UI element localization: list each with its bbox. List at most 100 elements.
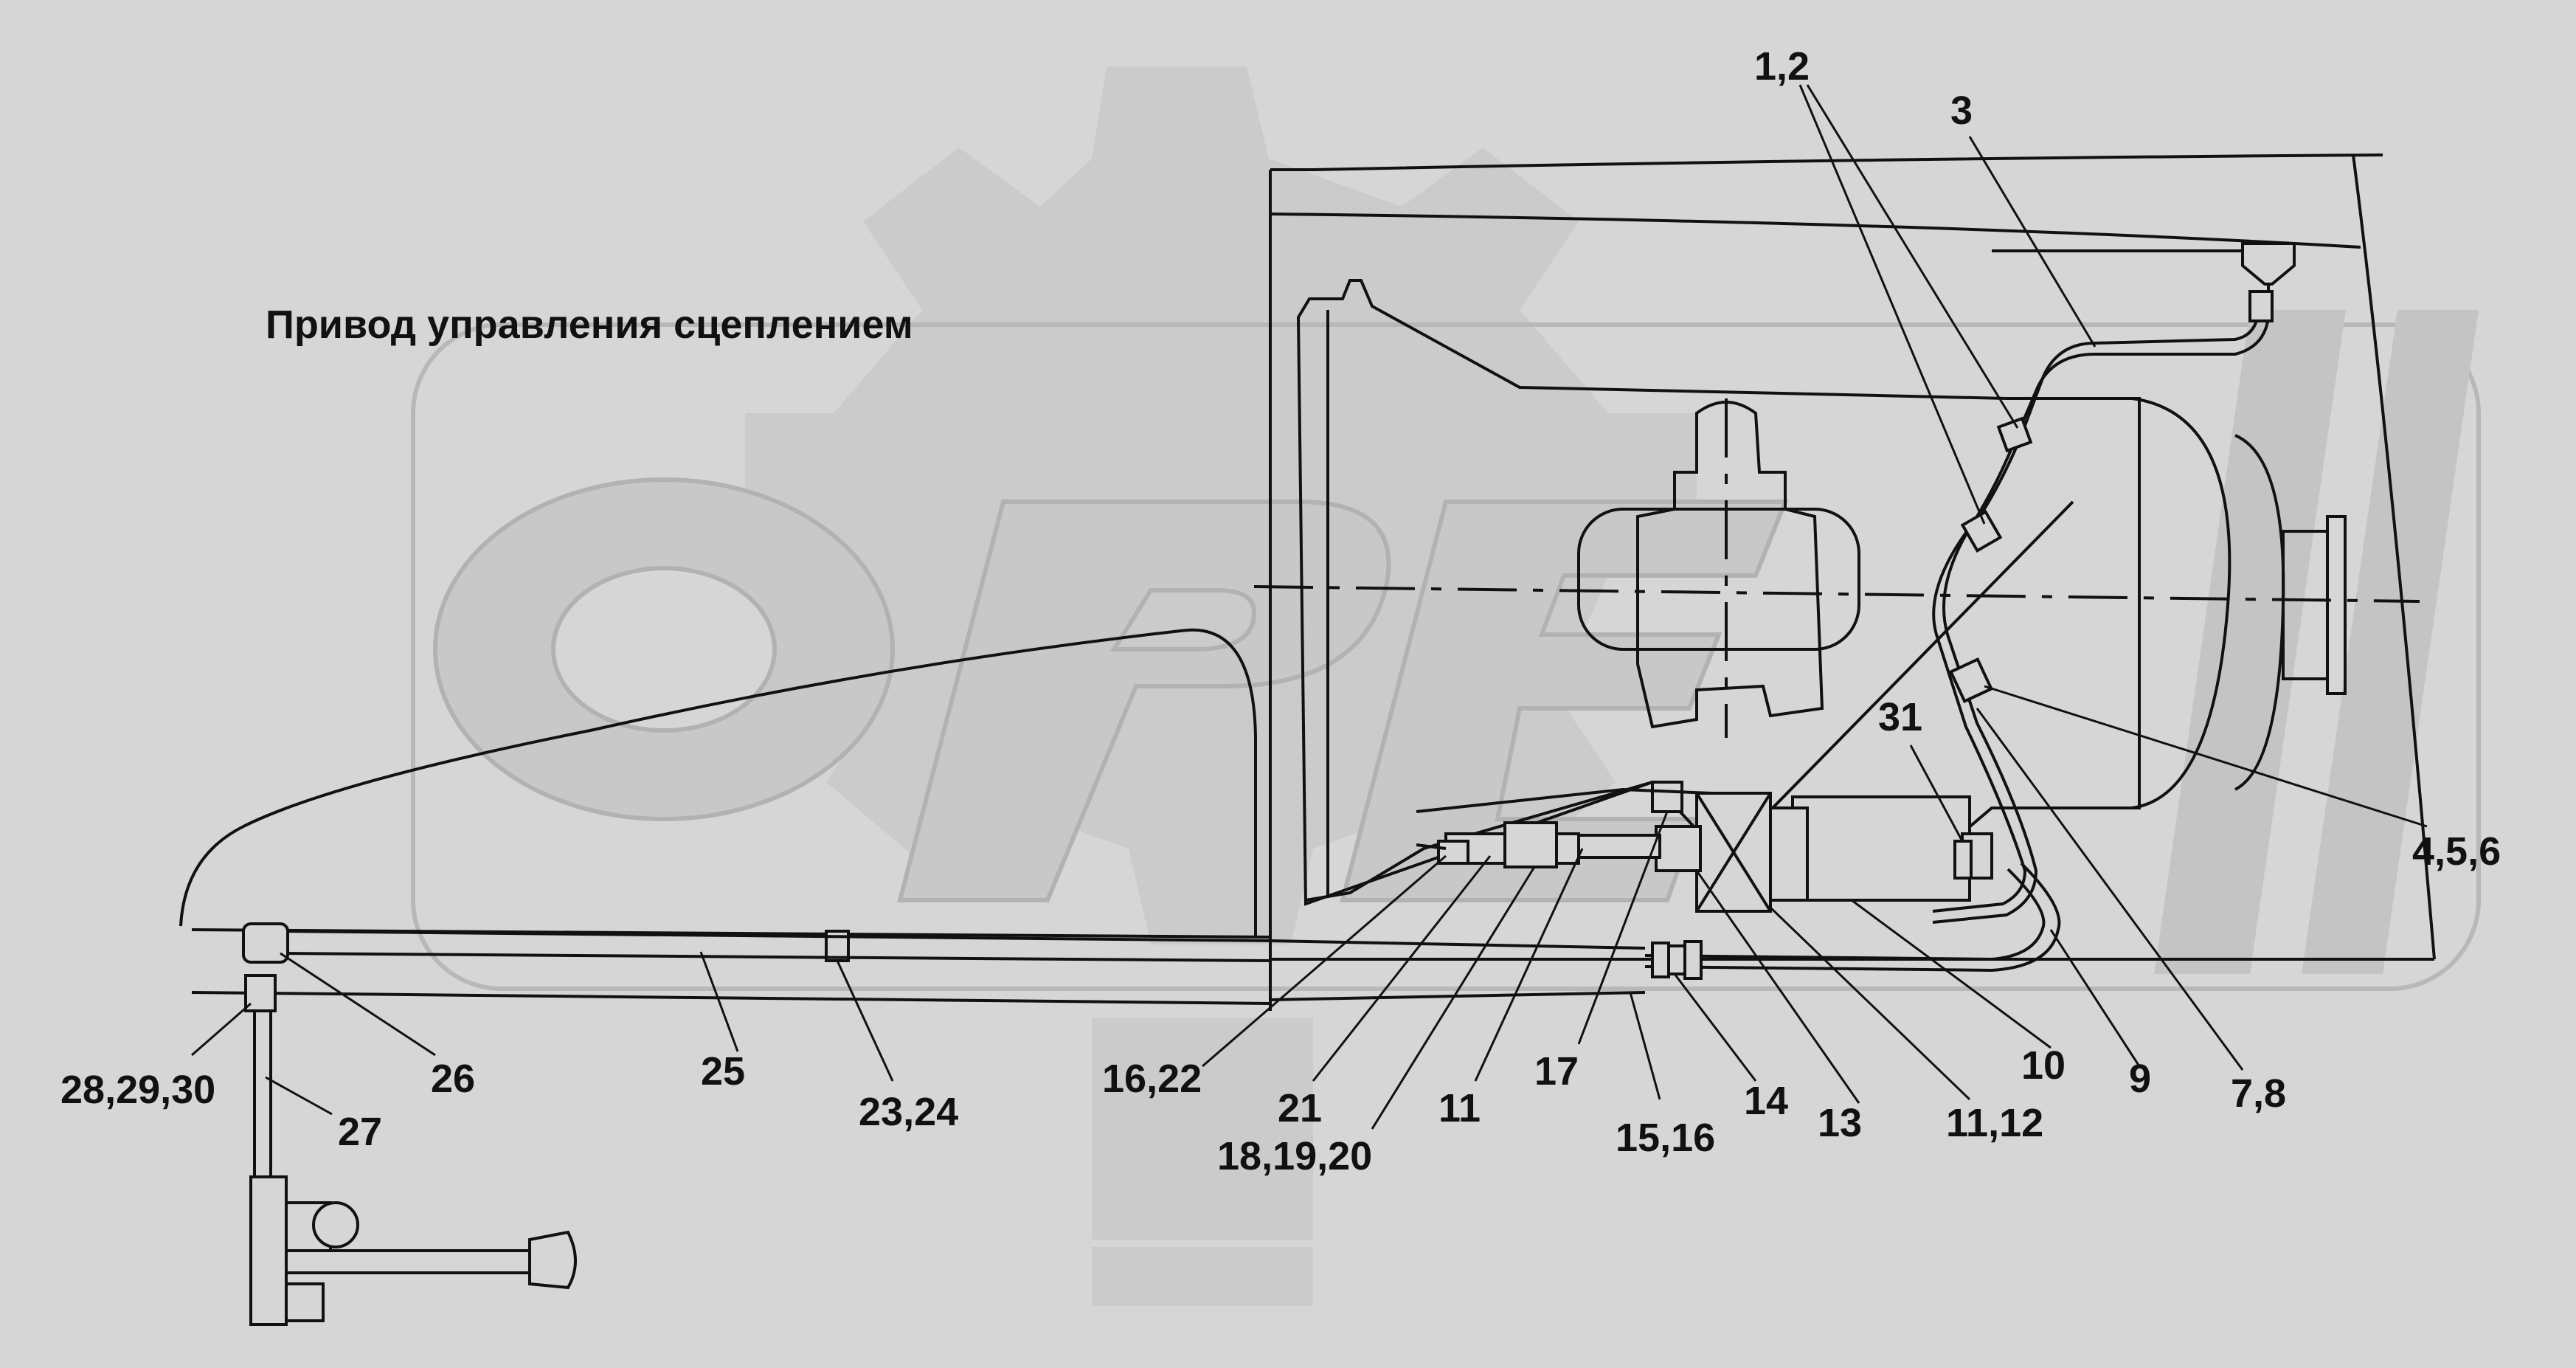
watermark-gear-foot-2 xyxy=(1092,1247,1313,1306)
pipe-fitting-15 xyxy=(1667,944,1686,975)
frame-rail-top-inner xyxy=(1270,213,2361,249)
watermark-letters xyxy=(433,477,1789,902)
label-13: 13 xyxy=(1818,1101,1862,1145)
master-cylinder-pivot xyxy=(312,1201,359,1248)
pipe-clamp-upper xyxy=(1996,416,2033,453)
banjo-fitting-26 xyxy=(242,922,289,964)
pipe-upper-inner xyxy=(1932,295,2259,913)
label-1-2: 1,2 xyxy=(1754,44,1810,89)
leader-17 xyxy=(1577,811,1669,1045)
fork-lever-link xyxy=(1416,843,1447,850)
leader-11-12 xyxy=(1769,906,1971,1101)
leader-18-19-20 xyxy=(1371,866,1536,1130)
pipe-clamp-lower xyxy=(1948,657,1994,704)
watermark-plate xyxy=(411,322,2481,991)
label-11-12: 11,12 xyxy=(1946,1101,2043,1145)
leader-27 xyxy=(265,1076,333,1116)
label-28-29-30: 28,29,30 xyxy=(60,1068,215,1112)
shift-tower-cover xyxy=(1577,508,1860,651)
pipe-fitting xyxy=(2248,290,2274,322)
label-10: 10 xyxy=(2021,1043,2066,1088)
leader-13 xyxy=(1695,870,1860,1104)
label-16-22: 16,22 xyxy=(1102,1057,1202,1101)
line-25-top xyxy=(280,930,1271,942)
leader-4-5-6 xyxy=(1984,685,2428,828)
pedal-arm xyxy=(285,1249,531,1274)
fork-end-16 xyxy=(1437,840,1469,865)
frame-rail-top xyxy=(1270,153,2383,171)
label-25: 25 xyxy=(701,1049,745,1094)
label-7-8: 7,8 xyxy=(2231,1071,2286,1116)
gearbox-lower-edge xyxy=(1305,781,1653,902)
watermark-gear-foot xyxy=(1092,1018,1313,1240)
leader-9 xyxy=(2049,929,2141,1067)
leader-21 xyxy=(1312,855,1492,1082)
pipe-lower-outer xyxy=(1644,862,2061,973)
pedal-lower-bracket xyxy=(285,1282,325,1322)
leader-1-2-a xyxy=(1806,84,2019,429)
leader-16-22 xyxy=(1202,854,1447,1068)
leader-10 xyxy=(1851,899,2052,1049)
watermark xyxy=(411,66,2481,1306)
hydraulic-line xyxy=(1644,242,2296,973)
part-labels: 1,2 3 31 4,5,6 7,8 9 10 11,12 13 14 15,1… xyxy=(60,44,2501,1178)
watermark-letter-p xyxy=(897,500,1391,902)
booster-piston-boot xyxy=(1655,825,1702,872)
leader-23-24 xyxy=(836,960,894,1082)
line-25-bottom xyxy=(280,952,1271,962)
label-17: 17 xyxy=(1534,1049,1579,1094)
pipe-fitting-14 xyxy=(1651,942,1670,978)
label-31: 31 xyxy=(1878,695,1922,739)
gearbox-bell-flange xyxy=(2131,397,2232,809)
leader-26 xyxy=(280,952,436,1057)
leader-31 xyxy=(1909,745,1964,842)
leader-11 xyxy=(1474,848,1584,1082)
leader-15-16 xyxy=(1629,992,1661,1100)
label-11: 11 xyxy=(1438,1086,1481,1130)
label-15-16: 15,16 xyxy=(1616,1116,1715,1160)
master-cylinder xyxy=(249,1175,288,1326)
watermark-letter-e xyxy=(1340,500,1789,902)
label-27: 27 xyxy=(338,1110,382,1154)
tube-27 xyxy=(253,1009,272,1182)
leader-3 xyxy=(1968,136,2097,348)
clutch-booster xyxy=(1416,781,1993,980)
booster-bracket-17 xyxy=(1651,781,1683,813)
master-cylinder-side xyxy=(179,628,1271,1326)
leader-28-29-30 xyxy=(191,1002,252,1057)
frame-lower-rail-right-top xyxy=(1270,939,1646,950)
label-3: 3 xyxy=(1950,89,1973,133)
leader-lines xyxy=(191,84,2428,1130)
watermark-stripes xyxy=(2154,310,2479,974)
frame-lower-rail-bottom xyxy=(191,991,1271,1005)
label-18-19-20: 18,19,20 xyxy=(1217,1134,1372,1178)
leader-25 xyxy=(699,951,739,1052)
booster-mount-bracket xyxy=(1416,787,1712,813)
leader-14 xyxy=(1673,973,1757,1082)
label-4-5-6: 4,5,6 xyxy=(2412,829,2501,874)
pipe-fitting-16 xyxy=(1683,940,1703,980)
label-9: 9 xyxy=(2129,1057,2151,1101)
long-hose xyxy=(179,628,1257,937)
gearbox-centerline xyxy=(1253,585,2420,603)
pipe-clamp-middle xyxy=(1960,509,2003,553)
frame-lower-rail-right-bottom xyxy=(1270,991,1646,1001)
booster-connector-31 xyxy=(1953,840,1973,880)
leader-1-2-b xyxy=(1798,84,1986,525)
leader-7-8 xyxy=(1976,708,2244,1071)
label-14: 14 xyxy=(1744,1079,1788,1123)
label-26: 26 xyxy=(431,1057,475,1101)
shift-tower xyxy=(1636,401,1824,729)
booster-cross xyxy=(1695,792,1772,913)
fluid-reservoir xyxy=(2241,242,2296,286)
watermark-letter-o-hole xyxy=(551,566,777,733)
fork-clevis-18 xyxy=(1503,821,1558,868)
label-21: 21 xyxy=(1278,1086,1322,1130)
page-title: Привод управления сцеплением xyxy=(266,303,913,347)
frame-rail-right-edge xyxy=(2352,154,2436,960)
booster-body xyxy=(1791,795,1971,902)
gearbox-yoke xyxy=(2326,515,2347,695)
label-23-24: 23,24 xyxy=(859,1090,958,1134)
